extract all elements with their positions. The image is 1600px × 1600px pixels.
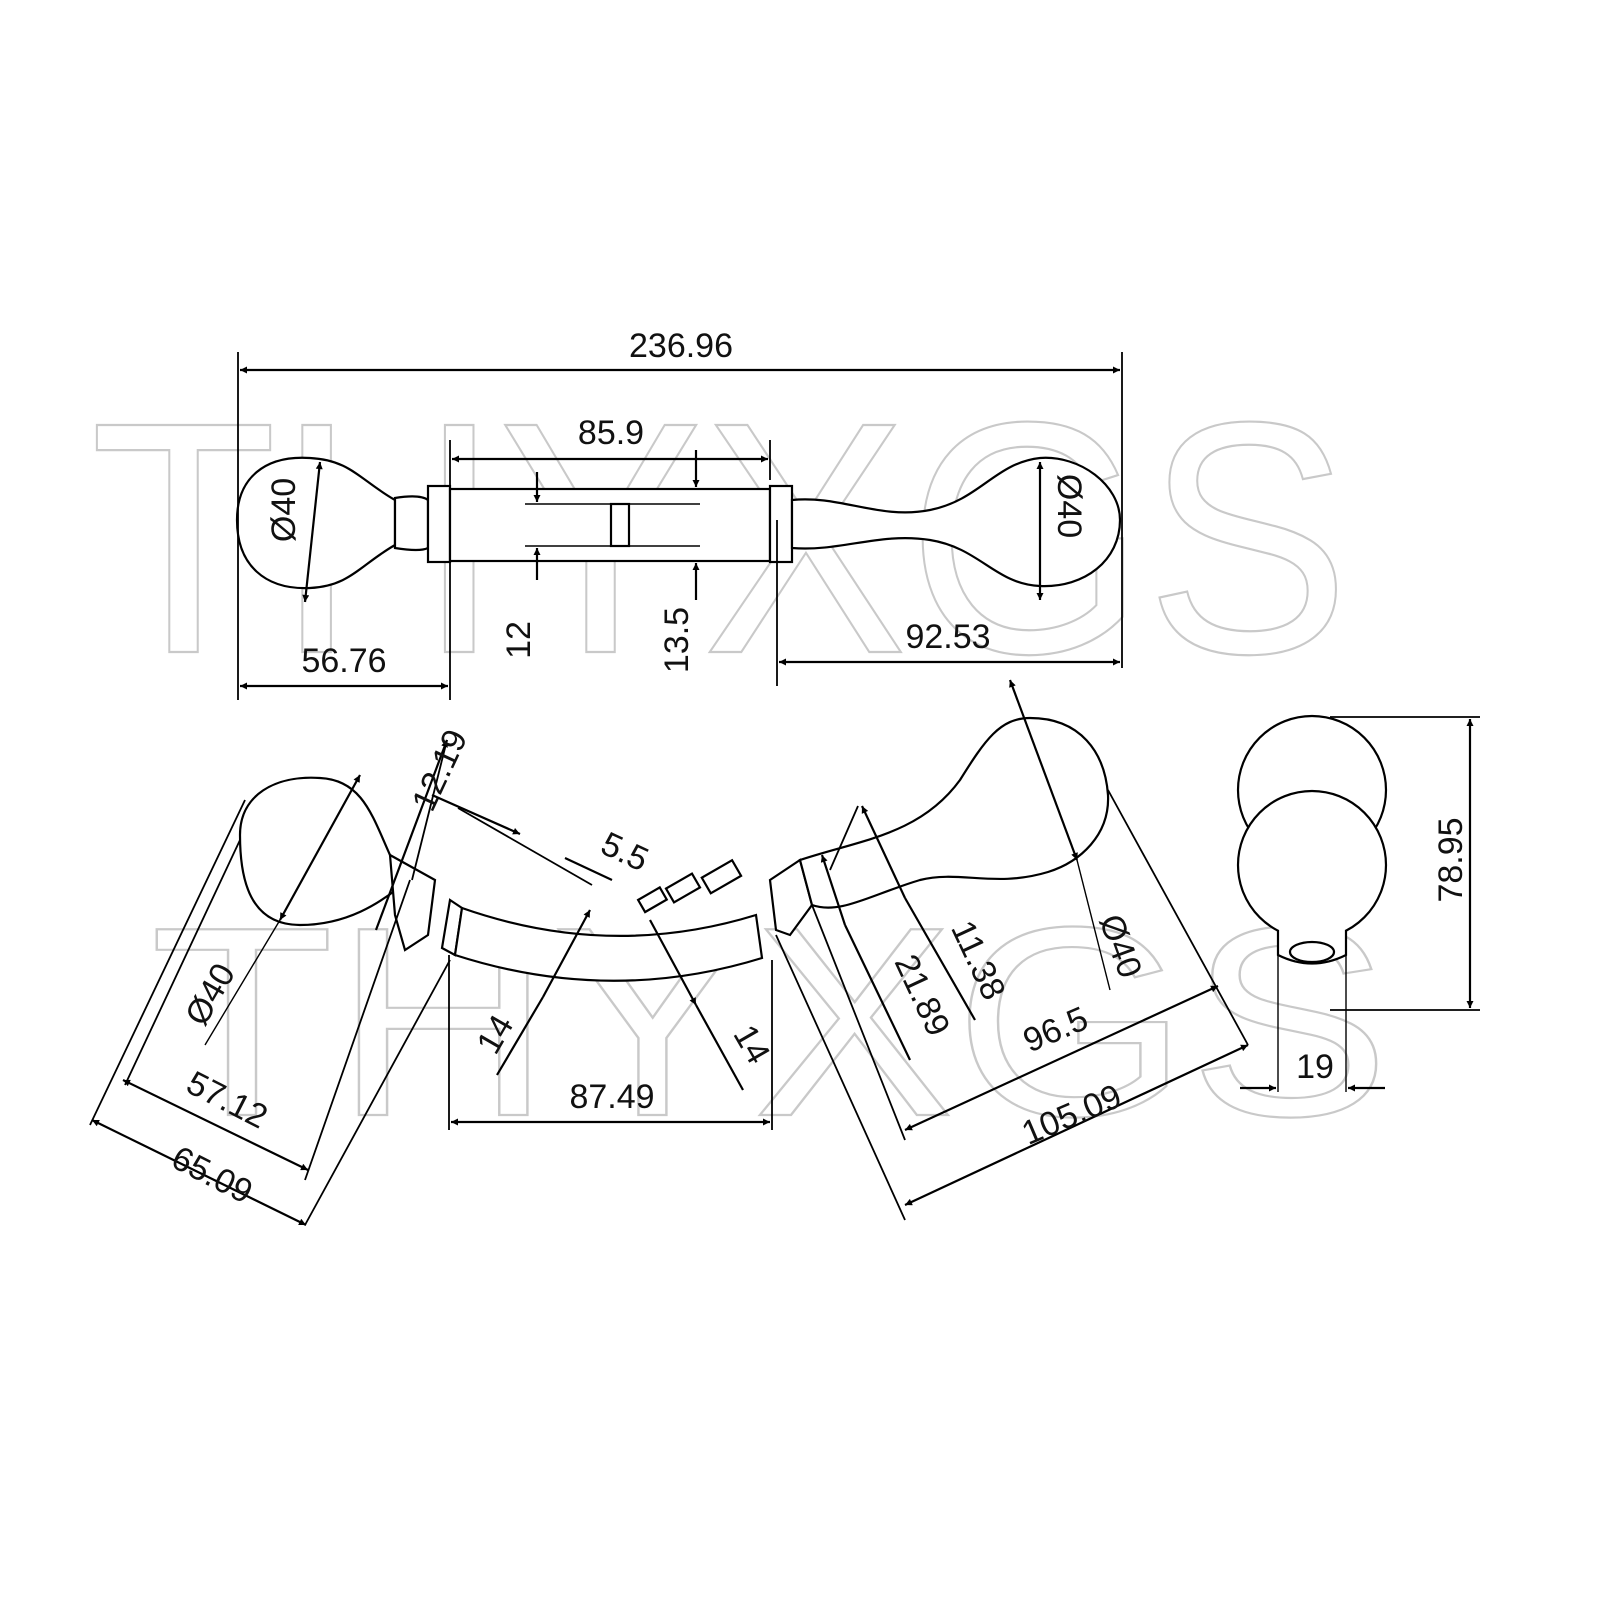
dim-left-knob-diameter: Ø40: [265, 478, 303, 542]
dim-slot-width: 12: [500, 621, 538, 659]
top-view: 236.96 85.9 Ø40 Ø40 56.76 92.53 12 13.5: [235, 327, 1123, 700]
dim-neck-width: 12.19: [405, 724, 475, 817]
dim-center-length-bottom: 87.49: [569, 1078, 654, 1116]
dim-body-height: 13.5: [658, 607, 696, 673]
dim-right-knob-diameter: Ø40: [1050, 474, 1088, 538]
dim-right-offset: 92.53: [905, 618, 990, 656]
dim-left-offset: 56.76: [301, 642, 386, 680]
dim-center-length: 85.9: [578, 414, 644, 452]
dim-stem-width: 19: [1296, 1048, 1334, 1086]
side-handle-outline: [1236, 714, 1388, 965]
side-view: 78.95 19: [1236, 714, 1480, 1092]
dim-overall-length: 236.96: [629, 327, 733, 365]
dim-height: 78.95: [1432, 817, 1470, 902]
